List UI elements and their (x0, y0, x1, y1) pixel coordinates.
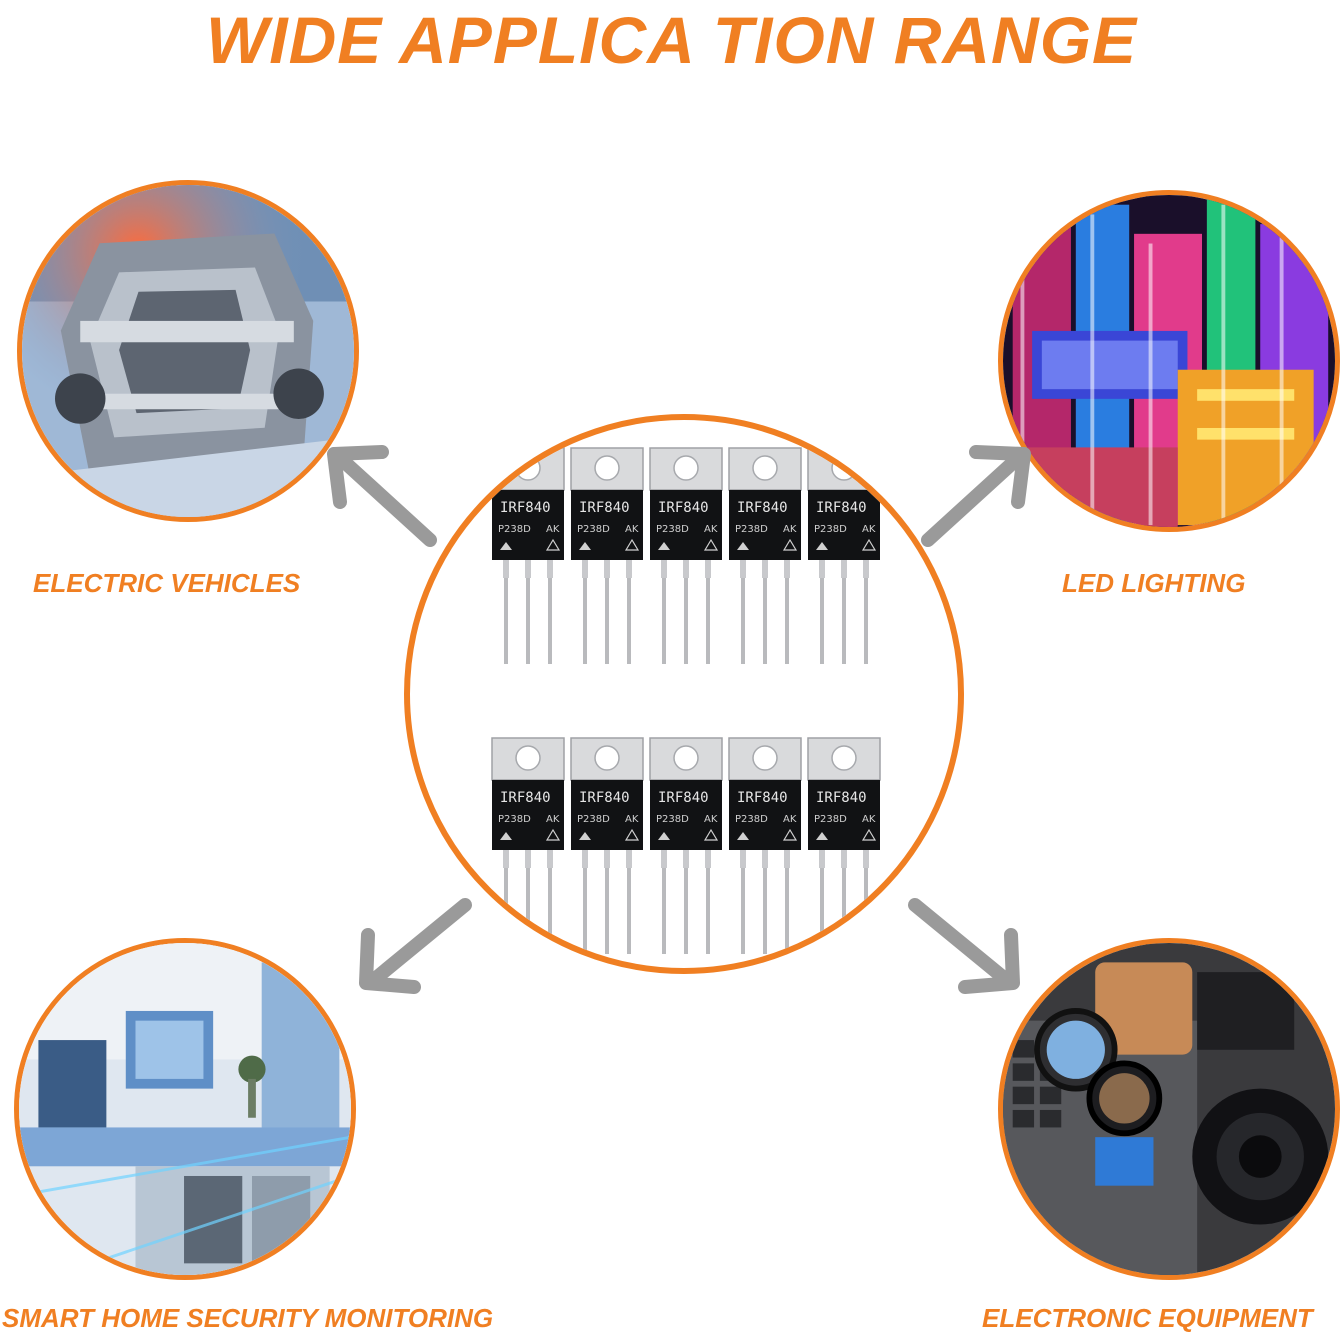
marking-label: AK (704, 814, 718, 825)
logo-icon (500, 542, 512, 550)
part-number-label: IRF840 (816, 500, 867, 516)
label-smart-home-security-monitoring: SMART HOME SECURITY MONITORING (2, 1303, 494, 1333)
lot-code-label: P238D (498, 814, 531, 825)
marking-label: AK (862, 524, 876, 535)
logo-icon (737, 832, 749, 840)
logo-icon (579, 542, 591, 550)
part-number-label: IRF840 (658, 790, 709, 806)
triangle-icon (545, 828, 561, 841)
marking-label: AK (862, 814, 876, 825)
part-number-label: IRF840 (579, 790, 630, 806)
arrow-to-electric-vehicles (327, 445, 437, 547)
led-lighting-image (998, 190, 1340, 532)
car-chassis-illustration (22, 185, 354, 517)
part-number-label: IRF840 (500, 790, 551, 806)
marking-label: AK (625, 814, 639, 825)
lot-code-label: P238D (735, 524, 768, 535)
logo-icon (500, 832, 512, 840)
logo-icon (816, 832, 828, 840)
triangle-icon (861, 538, 877, 551)
part-number-label: IRF840 (500, 500, 551, 516)
triangle-icon (624, 828, 640, 841)
electronic-equipment-image (998, 938, 1340, 1280)
marking-label: AK (546, 524, 560, 535)
page-title: WIDE APPLICA TION RANGE (205, 3, 1138, 77)
triangle-icon (782, 828, 798, 841)
arrow-to-electronic-equipment (908, 898, 1020, 994)
triangle-icon (624, 538, 640, 551)
marking-label: AK (783, 814, 797, 825)
label-electronic-equipment: ELECTRONIC EQUIPMENT (982, 1303, 1313, 1333)
lot-code-label: P238D (577, 524, 610, 535)
marking-label: AK (546, 814, 560, 825)
electric-vehicles-image (17, 180, 359, 522)
part-number-label: IRF840 (579, 500, 630, 516)
arrow-to-led-lighting (921, 445, 1031, 547)
triangle-icon (545, 538, 561, 551)
lot-code-label: P238D (814, 524, 847, 535)
arrow-to-smart-home (359, 898, 472, 994)
lot-code-label: P238D (656, 524, 689, 535)
marking-label: AK (704, 524, 718, 535)
lot-code-label: P238D (735, 814, 768, 825)
label-electric-vehicles: ELECTRIC VEHICLES (33, 568, 301, 598)
city-lights-illustration (1003, 195, 1335, 527)
part-number-label: IRF840 (816, 790, 867, 806)
part-number-label: IRF840 (737, 500, 788, 516)
lot-code-label: P238D (814, 814, 847, 825)
triangle-icon (703, 828, 719, 841)
logo-icon (737, 542, 749, 550)
logo-icon (816, 542, 828, 550)
electronics-desk-illustration (1003, 943, 1335, 1275)
triangle-icon (861, 828, 877, 841)
smart-home-interior-illustration (19, 943, 351, 1275)
lot-code-label: P238D (656, 814, 689, 825)
logo-icon (658, 542, 670, 550)
lot-code-label: P238D (498, 524, 531, 535)
smart-home-image (14, 938, 356, 1280)
part-number-label: IRF840 (658, 500, 709, 516)
marking-label: AK (783, 524, 797, 535)
triangle-icon (782, 538, 798, 551)
logo-icon (658, 832, 670, 840)
logo-icon (579, 832, 591, 840)
marking-label: AK (625, 524, 639, 535)
lot-code-label: P238D (577, 814, 610, 825)
label-led-lighting: LED LIGHTING (1062, 568, 1246, 598)
triangle-icon (703, 538, 719, 551)
part-number-label: IRF840 (737, 790, 788, 806)
